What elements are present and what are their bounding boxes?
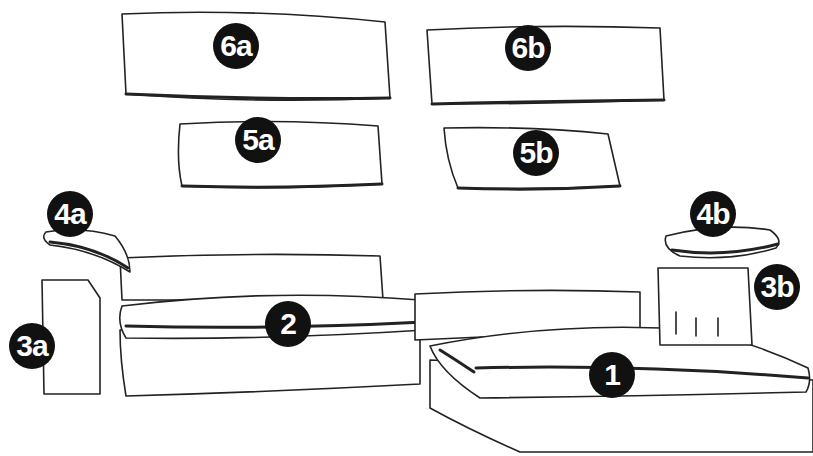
- callout-text: 6b: [511, 33, 544, 63]
- back-cushion: [122, 12, 390, 100]
- callout-text: 3b: [760, 272, 793, 302]
- sofa-back: [120, 254, 383, 300]
- callout-text: 3a: [16, 331, 47, 361]
- callout-number: 3b: [754, 264, 800, 310]
- sofa-base: [120, 330, 420, 396]
- callout-number: 6b: [505, 25, 551, 71]
- cushion-edge: [126, 94, 390, 99]
- callout-text: 6a: [220, 31, 251, 61]
- seat-cushion: [430, 327, 810, 398]
- cushion-edge: [672, 244, 778, 253]
- arm-cushion: [44, 230, 130, 272]
- cushion-edge: [458, 186, 620, 189]
- callout-number: 6a: [213, 23, 259, 69]
- callout-number: 2: [265, 301, 311, 347]
- connector-pegs: [676, 312, 718, 336]
- cushion-edge: [476, 367, 808, 378]
- callout-text: 5b: [519, 138, 552, 168]
- cushion-edge: [440, 350, 474, 372]
- callout-number: 4b: [690, 191, 736, 237]
- cushion-edge: [50, 242, 128, 268]
- callout-number: 3a: [9, 323, 55, 369]
- callout-number: 1: [589, 352, 635, 398]
- callout-text: 1: [604, 360, 620, 390]
- lumbar-pillow: [444, 128, 620, 189]
- callout-text: 5a: [242, 125, 273, 155]
- callout-number: 5a: [235, 117, 281, 163]
- side-panel: [658, 268, 752, 345]
- cushion-edge: [182, 184, 382, 187]
- callout-text: 4b: [696, 199, 729, 229]
- lumbar-pillow: [178, 121, 382, 187]
- callout-number: 5b: [513, 130, 559, 176]
- callout-number: 4a: [47, 191, 93, 237]
- callout-text: 4a: [54, 199, 85, 229]
- callout-text: 2: [280, 309, 296, 339]
- cushion-edge: [432, 100, 664, 104]
